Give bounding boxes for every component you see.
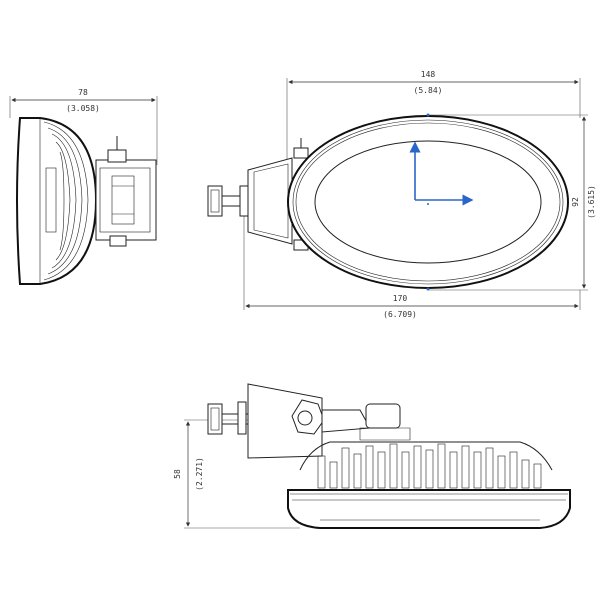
height-mm: 92 (571, 197, 580, 207)
side-lens-body (16, 117, 98, 285)
side-width-mm: 78 (78, 88, 88, 97)
bottom-lens-base (287, 489, 571, 529)
side-width-in: (3.058) (66, 104, 100, 113)
heatsink-fins (299, 441, 553, 489)
front-view: 148 (5.84) 92 (3.615) 170 (6.709) (207, 70, 596, 319)
bottom-bolt (207, 401, 248, 435)
overall-width-in: (6.709) (383, 310, 417, 319)
overall-width-dimension: 170 (6.709) (243, 200, 581, 319)
depth-mm: 58 (173, 469, 182, 479)
side-view: 78 (3.058) (9, 88, 158, 285)
lens-housing (287, 113, 569, 291)
coordinate-axis-indicator (409, 141, 474, 206)
lens-width-in: (5.84) (414, 86, 443, 95)
side-width-dimension: 78 (3.058) (9, 88, 158, 165)
depth-in: (2.271) (195, 457, 204, 491)
lens-width-mm: 148 (421, 70, 436, 79)
lens-width-dimension: 148 (5.84) (286, 70, 581, 200)
front-bracket (207, 138, 309, 251)
bottom-bracket (247, 383, 411, 459)
side-bracket (95, 136, 157, 247)
bottom-view: 58 (2.271) (173, 383, 571, 529)
overall-width-mm: 170 (393, 294, 408, 303)
height-dimension: 92 (3.615) (428, 114, 596, 291)
height-in: (3.615) (587, 185, 596, 219)
